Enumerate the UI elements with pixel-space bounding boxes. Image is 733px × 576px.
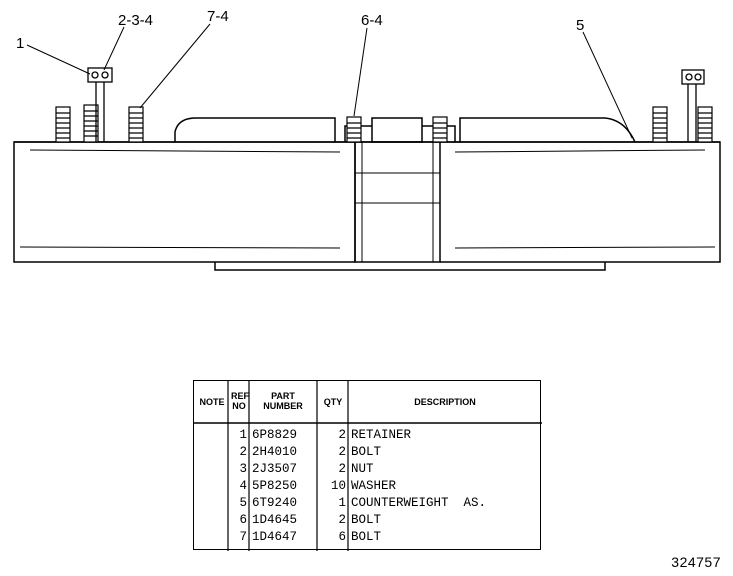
desc-cell: RETAINER: [351, 428, 412, 442]
bolt-left-2: [83, 104, 99, 143]
ref-cell: 1: [239, 428, 247, 442]
leader-1: [26, 44, 91, 75]
qty-cell: 6: [338, 530, 346, 544]
qty-cell: 2: [338, 428, 346, 442]
counterweight-drawing: 1 2-3-4 7-4 6-4 5: [13, 8, 721, 271]
callout-5: 5: [576, 17, 584, 34]
header-description: DESCRIPTION: [414, 397, 476, 407]
desc-cell: NUT: [351, 462, 374, 476]
callout-1: 1: [16, 35, 24, 52]
ref-cell: 7: [239, 530, 247, 544]
ref-cell: 5: [239, 496, 247, 510]
body-inner-line-lower: [19, 246, 341, 249]
counterweight-body-right: [440, 141, 721, 263]
desc-cell: WASHER: [351, 479, 397, 493]
bolt-center-2: [432, 116, 448, 143]
retainer-left: [87, 67, 113, 142]
bolt-right-1: [652, 106, 668, 143]
center-block: [354, 141, 441, 263]
part-cell: 6P8829: [252, 428, 298, 442]
body-inner-line-upper: [29, 149, 341, 153]
callout-2-3-4: 2-3-4: [118, 12, 153, 29]
part-cell: 2H4010: [252, 445, 298, 459]
part-cell: 5P8250: [252, 479, 298, 493]
ref-cell: 3: [239, 462, 247, 476]
header-ref-no: REF NO: [231, 391, 249, 411]
bottom-plate: [214, 262, 606, 271]
qty-cell: 2: [338, 513, 346, 527]
left-lug: [174, 117, 336, 142]
bolt-left-1: [55, 106, 71, 143]
callout-7-4: 7-4: [207, 8, 229, 25]
qty-cell: 2: [338, 445, 346, 459]
counterweight-body: [13, 141, 356, 263]
desc-cell: COUNTERWEIGHT AS.: [351, 496, 487, 510]
part-cell: 1D4647: [252, 530, 298, 544]
leader-6-4: [353, 27, 368, 117]
qty-cell: 10: [330, 479, 346, 493]
bolt-right-2: [697, 106, 713, 143]
body-inner-line-upper-right: [454, 149, 706, 153]
retainer-right: [681, 69, 705, 142]
qty-cell: 1: [338, 496, 346, 510]
body-inner-line-lower-right: [454, 246, 716, 249]
bolt-left-3: [128, 106, 144, 143]
table-grid: [194, 381, 542, 551]
ref-cell: 6: [239, 513, 247, 527]
parts-table: NOTE REF NO PART NUMBER QTY DESCRIPTION …: [193, 380, 542, 551]
desc-cell: BOLT: [351, 530, 382, 544]
qty-cell: 2: [338, 462, 346, 476]
bolt-center-1: [346, 116, 362, 143]
header-note: NOTE: [199, 397, 225, 407]
part-cell: 2J3507: [252, 462, 298, 476]
header-part-number: PART NUMBER: [263, 391, 303, 411]
ref-cell: 2: [239, 445, 247, 459]
header-qty: QTY: [323, 397, 343, 407]
ref-cell: 4: [239, 479, 247, 493]
desc-cell: BOLT: [351, 445, 382, 459]
desc-cell: BOLT: [351, 513, 382, 527]
leader-7-4: [139, 23, 211, 109]
callout-6-4: 6-4: [361, 12, 383, 29]
center-top-plate: [371, 117, 423, 143]
leader-5: [582, 31, 633, 139]
leader-2-3-4: [103, 26, 125, 71]
part-cell: 6T9240: [252, 496, 298, 510]
right-lug: [459, 117, 636, 143]
drawing-number: 324757: [671, 554, 721, 570]
part-cell: 1D4645: [252, 513, 298, 527]
